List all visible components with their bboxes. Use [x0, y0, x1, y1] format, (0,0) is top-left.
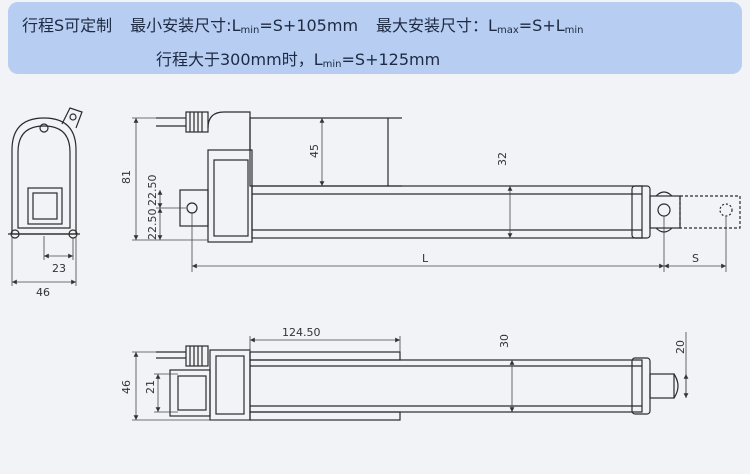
- min-install-prefix: 最小安装尺寸:L: [130, 16, 241, 35]
- dim-20: 20: [674, 340, 687, 354]
- dim-45: 45: [308, 144, 321, 158]
- dim-32: 32: [496, 152, 509, 166]
- max-install-prefix: 最大安装尺寸：L: [376, 16, 497, 35]
- spec-line-2: 行程大于300mm时，Lmin=S+125mm: [156, 46, 440, 70]
- dim-30: 30: [498, 334, 511, 348]
- dim-23: 23: [52, 262, 66, 275]
- dim-46-front: 46: [36, 286, 50, 299]
- over300-subscript: min: [322, 59, 342, 70]
- top-view: [156, 345, 679, 421]
- dim-22-50-lower: 22.50: [146, 209, 159, 241]
- max-subscript-2: min: [564, 25, 584, 36]
- max-subscript: max: [496, 25, 519, 36]
- min-install-value: =S+105mm: [259, 16, 359, 35]
- dim-124-50: 124.50: [282, 326, 321, 339]
- side-view: [156, 111, 741, 243]
- stroke-custom-text: 行程S可定制: [22, 16, 113, 35]
- dim-46-bottom: 46: [120, 380, 133, 394]
- dim-22-50-upper: 22.50: [146, 175, 159, 207]
- min-subscript: min: [240, 25, 260, 36]
- dim-81: 81: [120, 170, 133, 184]
- dim-s: S: [692, 252, 699, 265]
- over300-prefix: 行程大于300mm时，L: [156, 50, 323, 69]
- front-view: [8, 107, 83, 239]
- max-install-mid: =S+L: [518, 16, 565, 35]
- dim-21: 21: [144, 380, 157, 394]
- dim-l: L: [422, 252, 429, 265]
- over300-value: =S+125mm: [341, 50, 441, 69]
